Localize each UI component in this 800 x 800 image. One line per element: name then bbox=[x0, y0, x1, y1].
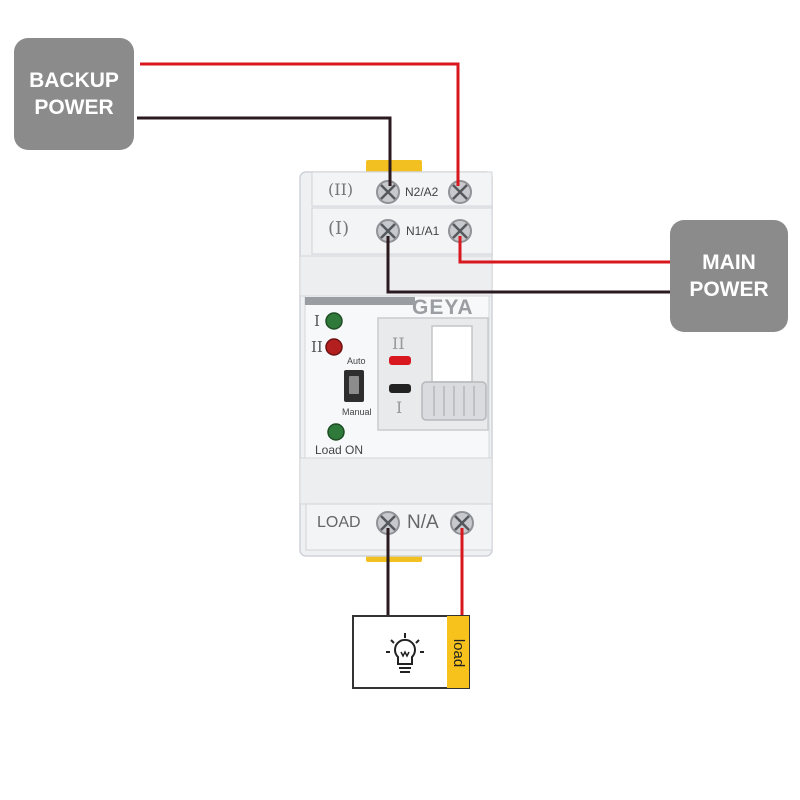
screw-terminal-n2a2-right bbox=[448, 180, 472, 204]
load-tag-label: load bbox=[450, 638, 467, 668]
load-tag bbox=[447, 616, 469, 688]
indicator-1-label: I bbox=[314, 312, 320, 330]
main-power-line1: MAIN bbox=[702, 251, 756, 274]
auto-label: Auto bbox=[347, 356, 366, 366]
backup-power-label: BACKUP POWER bbox=[14, 38, 134, 150]
lightbulb-icon bbox=[386, 633, 424, 673]
screw-terminal-load-right bbox=[450, 511, 474, 535]
load-on-label: Load ON bbox=[315, 443, 364, 457]
terminal-mid-roman: (I) bbox=[328, 218, 350, 239]
na-terminal-label: N/A bbox=[407, 512, 439, 533]
main-power-line2: POWER bbox=[689, 278, 769, 301]
lower-shoulder bbox=[299, 457, 493, 505]
terminal-top-label: N2/A2 bbox=[405, 185, 439, 199]
brand-logo: GEYA bbox=[412, 296, 474, 319]
backup-power-line1: BACKUP bbox=[29, 69, 119, 92]
backup-neutral-wire bbox=[137, 116, 392, 186]
indicator-lamp-red bbox=[325, 338, 343, 356]
indicator-2-label: II bbox=[311, 338, 323, 356]
manual-label: Manual bbox=[342, 407, 372, 417]
panel-stripe bbox=[305, 297, 415, 305]
handle-bottom-label: I bbox=[396, 398, 403, 417]
backup-power-line2: POWER bbox=[34, 96, 114, 119]
switch-handle[interactable] bbox=[421, 381, 487, 421]
backup-live-wire bbox=[140, 62, 460, 186]
screw-terminal-n2a2-left bbox=[376, 180, 400, 204]
main-neutral-wire bbox=[386, 236, 670, 294]
main-live-wire bbox=[458, 236, 670, 264]
upper-shoulder bbox=[299, 255, 493, 297]
indicator-lamp-green bbox=[325, 312, 343, 330]
handle-slot bbox=[431, 325, 473, 383]
terminal-mid-label: N1/A1 bbox=[406, 224, 440, 238]
indicator-window-dark bbox=[389, 384, 411, 393]
load-terminal-label: LOAD bbox=[317, 514, 361, 531]
indicator-window-red bbox=[389, 356, 411, 365]
terminal-top-roman: (II) bbox=[328, 180, 354, 199]
load-on-lamp bbox=[327, 423, 345, 441]
main-power-label: MAIN POWER bbox=[670, 220, 788, 332]
screw-terminal-load-left bbox=[376, 511, 400, 535]
auto-manual-switch[interactable] bbox=[344, 370, 364, 402]
handle-top-label: II bbox=[392, 334, 405, 353]
